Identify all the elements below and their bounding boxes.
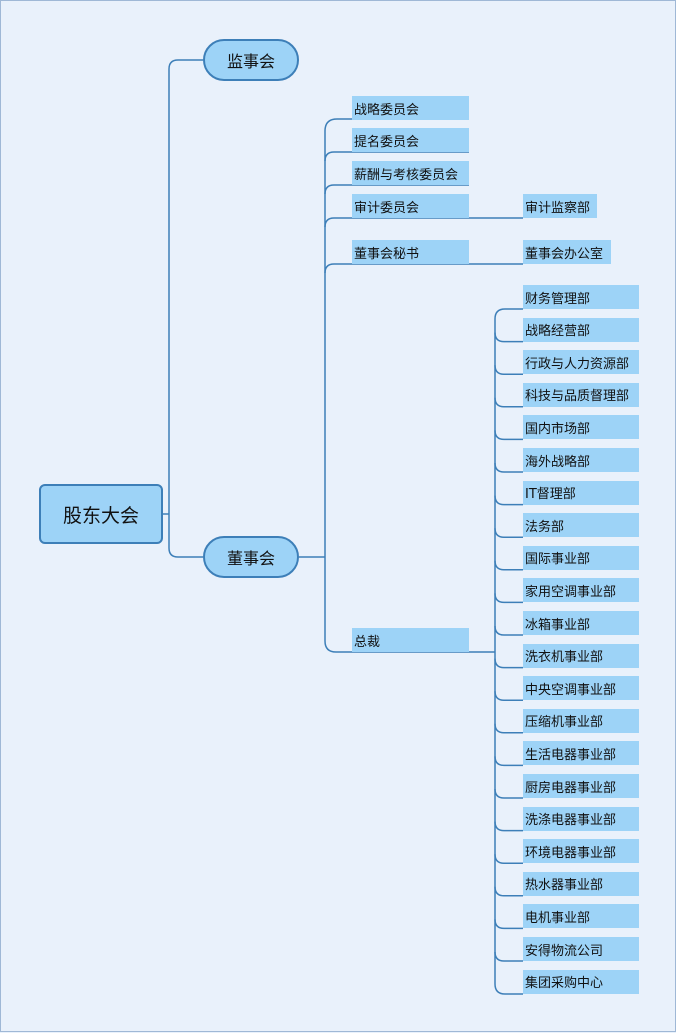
committee-strategy[interactable]: 战略委员会: [352, 96, 469, 120]
connector-root-supervisory: [168, 59, 203, 514]
connector-department: [494, 365, 523, 375]
connector-department: [494, 462, 523, 473]
connector-department: [494, 332, 523, 343]
board-secretary[interactable]: 董事会秘书: [352, 240, 469, 264]
connector-department: [494, 430, 523, 441]
department-item[interactable]: 行政与人力资源部: [523, 350, 639, 375]
connector-department: [494, 821, 523, 832]
connector-department: [494, 560, 523, 571]
committee-audit[interactable]: 审计委员会: [352, 194, 469, 218]
department-item[interactable]: 家用空调事业部: [523, 578, 639, 603]
department-item[interactable]: 中央空调事业部: [523, 676, 639, 701]
department-item[interactable]: 集团采购中心: [523, 969, 639, 994]
committee-compensation[interactable]: 薪酬与考核委员会: [352, 161, 469, 185]
audit-supervision-dept[interactable]: 审计监察部: [523, 194, 597, 218]
connector-department: [494, 723, 523, 734]
department-item[interactable]: 压缩机事业部: [523, 708, 639, 733]
connector-department: [494, 593, 523, 604]
connector-board-secretary: [324, 263, 469, 274]
department-item[interactable]: 法务部: [523, 513, 639, 538]
connector-department: [494, 951, 523, 962]
department-item[interactable]: 科技与品质督理部: [523, 382, 639, 407]
board-node[interactable]: 董事会: [203, 536, 299, 578]
department-item[interactable]: 生活电器事业部: [523, 741, 639, 766]
department-item[interactable]: 海外战略部: [523, 448, 639, 472]
department-item[interactable]: 洗涤电器事业部: [523, 806, 639, 831]
department-item[interactable]: 冰箱事业部: [523, 611, 639, 635]
connector-president-bottom: [494, 983, 523, 995]
connector-department: [494, 495, 523, 506]
connector-department: [494, 658, 523, 669]
connector-board-compensation: [324, 184, 469, 195]
connector-department: [494, 919, 523, 930]
department-item[interactable]: 安得物流公司: [523, 937, 639, 961]
department-item[interactable]: 战略经营部: [523, 317, 639, 342]
department-item[interactable]: 洗衣机事业部: [523, 643, 639, 668]
connector-department: [494, 854, 523, 864]
connector-department: [494, 788, 523, 799]
department-item[interactable]: 热水器事业部: [523, 871, 639, 896]
connector-department: [494, 528, 523, 538]
department-item[interactable]: 电机事业部: [523, 904, 639, 929]
connector-board-strategy: [324, 118, 469, 132]
department-item[interactable]: 厨房电器事业部: [523, 774, 639, 798]
connector-president-top: [494, 308, 523, 320]
root-node[interactable]: 股东大会: [39, 484, 163, 544]
connector-board-nomination: [324, 151, 469, 162]
connector-department: [494, 691, 523, 701]
board-office[interactable]: 董事会办公室: [523, 240, 611, 264]
connector-board-president: [324, 640, 469, 653]
connector-department: [494, 756, 523, 767]
supervisory-board-node[interactable]: 监事会: [203, 39, 299, 81]
president-node[interactable]: 总裁: [352, 628, 469, 652]
department-item[interactable]: 国内市场部: [523, 415, 639, 440]
committee-nomination[interactable]: 提名委员会: [352, 128, 469, 152]
connector-root-board: [168, 514, 203, 558]
connector-department: [494, 397, 523, 408]
department-item[interactable]: 国际事业部: [523, 545, 639, 570]
department-item[interactable]: 财务管理部: [523, 285, 639, 309]
connector-department: [494, 625, 523, 636]
connector-board-audit: [324, 217, 469, 228]
department-item[interactable]: IT督理部: [523, 480, 639, 505]
department-item[interactable]: 环境电器事业部: [523, 839, 639, 864]
connector-department: [494, 886, 523, 897]
